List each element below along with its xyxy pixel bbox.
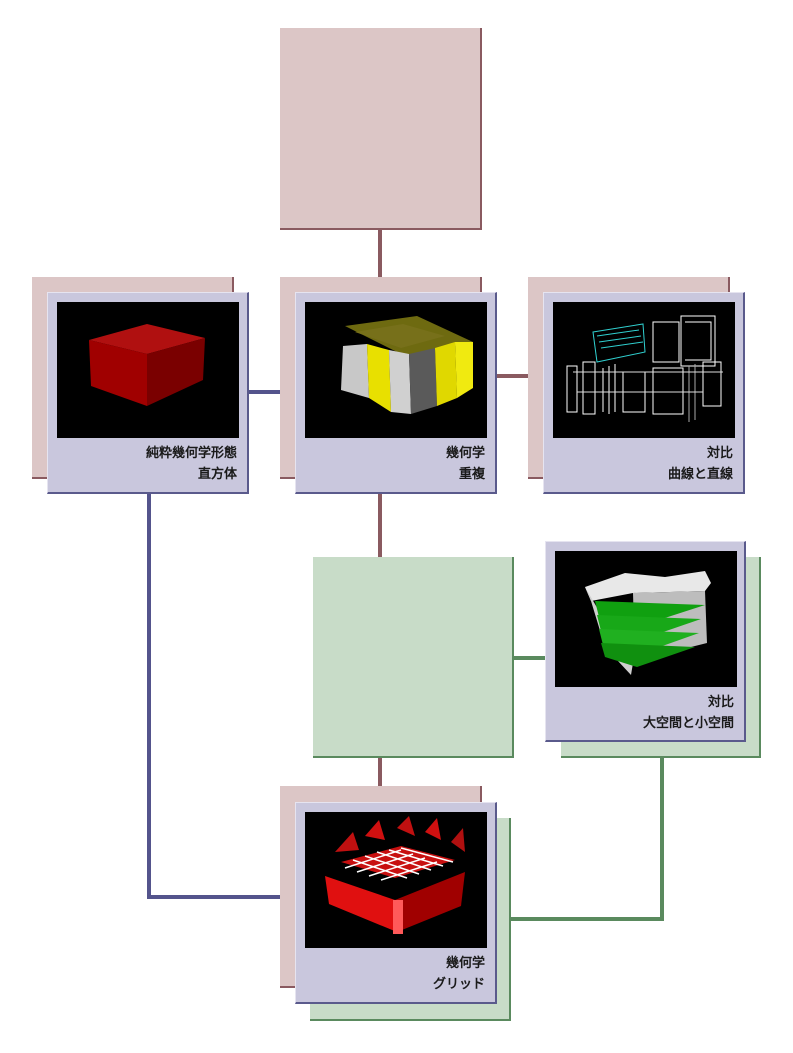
card-contrast-lines[interactable]: 対比 曲線と直線 (543, 292, 745, 494)
green-floors-render (555, 551, 737, 687)
red-grid-render (305, 812, 487, 948)
connector-cube-to-grid (147, 895, 297, 899)
card-contrast-lines-title: 対比 (706, 446, 733, 461)
connector-top-to-overlap (378, 228, 382, 278)
wireframe-render (553, 302, 735, 438)
card-grid[interactable]: 幾何学 グリッド (295, 802, 497, 1004)
card-overlap-title: 幾何学 (445, 446, 485, 461)
connector-cube-down (147, 492, 151, 898)
card-overlap[interactable]: 幾何学 重複 (295, 292, 497, 494)
card-contrast-space-subtitle: 大空間と小空間 (642, 716, 734, 731)
card-grid-subtitle: グリッド (432, 977, 485, 992)
contrast-space-shadow-large (313, 557, 514, 758)
connector-space-to-grid (508, 917, 664, 921)
top-empty-box (280, 28, 482, 230)
connector-space-shadow-to-card (512, 656, 546, 660)
connector-overlap-to-contrast-lines (496, 374, 528, 378)
card-grid-title: 幾何学 (445, 956, 485, 971)
card-cube[interactable]: 純粋幾何学形態 直方体 (47, 292, 249, 494)
connector-cube-to-overlap (248, 390, 296, 394)
red-box-render (57, 302, 239, 438)
yellow-overlap-render (305, 302, 487, 438)
card-contrast-lines-subtitle: 曲線と直線 (667, 467, 733, 482)
card-overlap-subtitle: 重複 (458, 467, 485, 482)
card-cube-subtitle: 直方体 (197, 467, 237, 482)
connector-space-down (660, 756, 664, 920)
card-contrast-space-title: 対比 (707, 695, 734, 710)
card-cube-title: 純粋幾何学形態 (145, 446, 237, 461)
card-contrast-space[interactable]: 対比 大空間と小空間 (545, 541, 746, 742)
